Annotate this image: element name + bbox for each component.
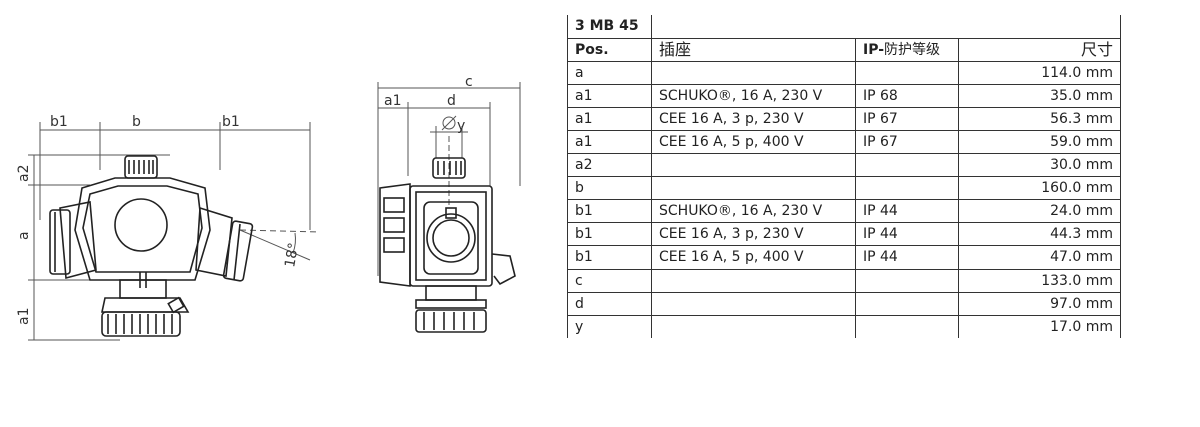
cell-size: 17.0 mm xyxy=(958,314,1121,339)
table-row: c 133.0 mm xyxy=(567,268,1121,293)
header-ip: IP-防护等级 xyxy=(855,37,959,62)
dim-label-a: a xyxy=(16,231,32,240)
cell-socket xyxy=(651,268,856,293)
cell-ip: IP 68 xyxy=(855,83,959,108)
cell-size: 114.0 mm xyxy=(958,60,1121,85)
table-row: y 17.0 mm xyxy=(567,314,1121,339)
cell-socket: SCHUKO®, 16 A, 230 V xyxy=(651,199,856,224)
cell-size: 160.0 mm xyxy=(958,176,1121,201)
cell-pos: a1 xyxy=(567,106,652,131)
header-socket: 插座 xyxy=(651,37,856,62)
cell-socket: CEE 16 A, 5 p, 400 V xyxy=(651,129,856,155)
cell-ip xyxy=(855,176,959,201)
header-ip-prefix: IP- xyxy=(863,41,885,58)
dim-label-y: y xyxy=(457,118,465,134)
cell-ip: IP 67 xyxy=(855,129,959,155)
table-title-spacer xyxy=(651,15,1121,39)
cell-ip xyxy=(855,153,959,178)
cell-pos: a xyxy=(567,60,652,85)
cell-socket xyxy=(651,153,856,178)
header-pos: Pos. xyxy=(567,37,652,62)
cell-pos: c xyxy=(567,268,652,293)
cell-ip xyxy=(855,291,959,316)
dim-label-b1-left: b1 xyxy=(50,114,68,130)
cell-pos: b1 xyxy=(567,222,652,247)
cell-size: 30.0 mm xyxy=(958,153,1121,178)
cell-size: 44.3 mm xyxy=(958,222,1121,247)
cell-socket: SCHUKO®, 16 A, 230 V xyxy=(651,83,856,108)
header-size: 尺寸 xyxy=(958,37,1121,62)
cell-ip xyxy=(855,268,959,293)
cell-socket: CEE 16 A, 5 p, 400 V xyxy=(651,245,856,270)
cell-pos: b1 xyxy=(567,199,652,224)
table-row: d 97.0 mm xyxy=(567,291,1121,316)
cell-socket: CEE 16 A, 3 p, 230 V xyxy=(651,222,856,247)
cell-ip: IP 67 xyxy=(855,106,959,131)
table-row: b 160.0 mm xyxy=(567,176,1121,201)
table-title: 3 MB 45 xyxy=(567,15,652,39)
table-row: a2 30.0 mm xyxy=(567,153,1121,178)
dim-label-b1-right: b1 xyxy=(222,114,240,130)
dim-label-a1: a1 xyxy=(16,308,32,326)
table-title-row: 3 MB 45 xyxy=(567,15,1121,39)
cell-ip: IP 44 xyxy=(855,245,959,270)
cell-size: 35.0 mm xyxy=(958,83,1121,108)
cell-socket xyxy=(651,314,856,339)
cell-size: 56.3 mm xyxy=(958,106,1121,131)
cell-pos: b xyxy=(567,176,652,201)
cell-ip: IP 44 xyxy=(855,199,959,224)
cell-socket: CEE 16 A, 3 p, 230 V xyxy=(651,106,856,131)
cell-size: 47.0 mm xyxy=(958,245,1121,270)
cell-ip xyxy=(855,314,959,339)
dim-label-a2: a2 xyxy=(16,165,32,183)
cell-pos: a1 xyxy=(567,129,652,155)
cell-pos: d xyxy=(567,291,652,316)
cell-ip: IP 44 xyxy=(855,222,959,247)
cell-size: 133.0 mm xyxy=(958,268,1121,293)
dim-label-c: c xyxy=(465,76,473,90)
header-ip-rest: 防护等级 xyxy=(884,41,941,58)
cell-size: 59.0 mm xyxy=(958,129,1121,155)
table-header-row: Pos. 插座 IP-防护等级 尺寸 xyxy=(567,37,1121,62)
front-view-drawing: b1 b b1 a2 a a1 18° xyxy=(16,114,321,341)
dim-label-a1-side: a1 xyxy=(384,93,402,109)
cell-pos: a2 xyxy=(567,153,652,178)
side-view-drawing: c a1 d y xyxy=(377,76,521,333)
cell-pos: b1 xyxy=(567,245,652,270)
cell-pos: a1 xyxy=(567,83,652,108)
cell-socket xyxy=(651,60,856,85)
dim-label-d: d xyxy=(447,93,456,109)
cell-pos: y xyxy=(567,314,652,339)
cell-size: 24.0 mm xyxy=(958,199,1121,224)
dim-label-angle: 18° xyxy=(282,241,302,268)
table-row: a 114.0 mm xyxy=(567,60,1121,85)
cell-socket xyxy=(651,176,856,201)
cell-size: 97.0 mm xyxy=(958,291,1121,316)
cell-socket xyxy=(651,291,856,316)
cell-ip xyxy=(855,60,959,85)
dim-label-b: b xyxy=(132,114,141,130)
